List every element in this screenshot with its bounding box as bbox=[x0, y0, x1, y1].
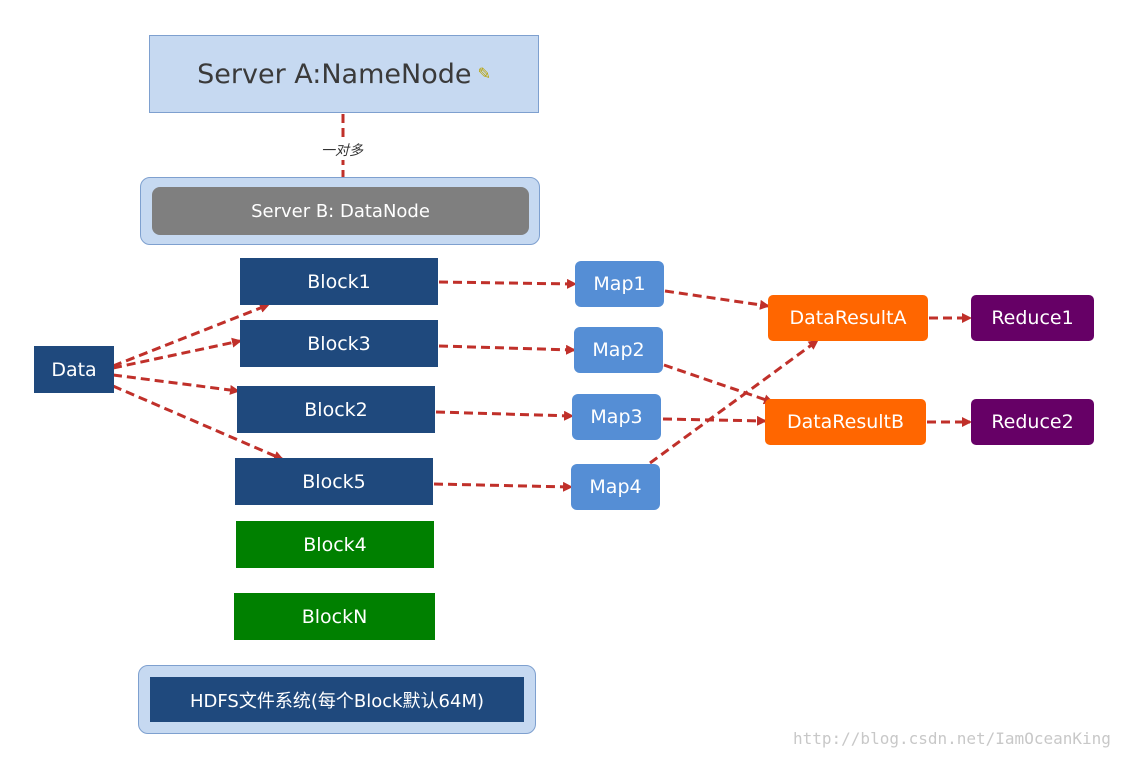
arrow-map2-resultb bbox=[663, 363, 774, 405]
blockn-box: BlockN bbox=[234, 593, 435, 640]
map1-box: Map1 bbox=[575, 261, 664, 307]
data-result-b-box: DataResultB bbox=[765, 399, 926, 445]
data-source-box: Data bbox=[34, 346, 114, 393]
arrow-block3-map2 bbox=[438, 344, 576, 355]
arrow-map1-resulta bbox=[664, 289, 770, 310]
block2-box: Block2 bbox=[237, 386, 435, 433]
block1-box: Block1 bbox=[240, 258, 438, 305]
namenode-server-box: Server A:NameNode ✎ bbox=[149, 35, 539, 113]
arrow-map4-resulta bbox=[649, 339, 819, 465]
arrow-data-block3 bbox=[112, 337, 242, 370]
sparkle-edit-icon: ✎ bbox=[477, 63, 491, 83]
arrow-data-block2 bbox=[112, 373, 240, 395]
watermark-text: http://blog.csdn.net/IamOceanKing bbox=[793, 729, 1111, 748]
namenode-label: Server A:NameNode bbox=[197, 58, 472, 90]
arrow-block2-map3 bbox=[435, 410, 574, 421]
relation-label: 一对多 bbox=[319, 140, 365, 160]
reduce2-box: Reduce2 bbox=[971, 399, 1094, 445]
hdfs-panel: HDFS文件系统(每个Block默认64M) bbox=[138, 665, 536, 734]
data-result-a-box: DataResultA bbox=[768, 295, 928, 341]
block3-box: Block3 bbox=[240, 320, 438, 367]
block5-box: Block5 bbox=[235, 458, 433, 505]
map3-box: Map3 bbox=[572, 394, 661, 440]
hdfs-label-box: HDFS文件系统(每个Block默认64M) bbox=[150, 677, 524, 722]
arrow-block1-map1 bbox=[438, 278, 577, 289]
arrow-map3-resultb bbox=[662, 415, 767, 426]
arrow-block5-map4 bbox=[433, 481, 573, 492]
datanode-server-box: Server B: DataNode bbox=[152, 187, 529, 235]
block4-box: Block4 bbox=[236, 521, 434, 568]
reduce1-box: Reduce1 bbox=[971, 295, 1094, 341]
map2-box: Map2 bbox=[574, 327, 663, 373]
map4-box: Map4 bbox=[571, 464, 660, 510]
arrow-data-block5 bbox=[112, 384, 284, 461]
datanode-panel: Server B: DataNode bbox=[140, 177, 540, 245]
